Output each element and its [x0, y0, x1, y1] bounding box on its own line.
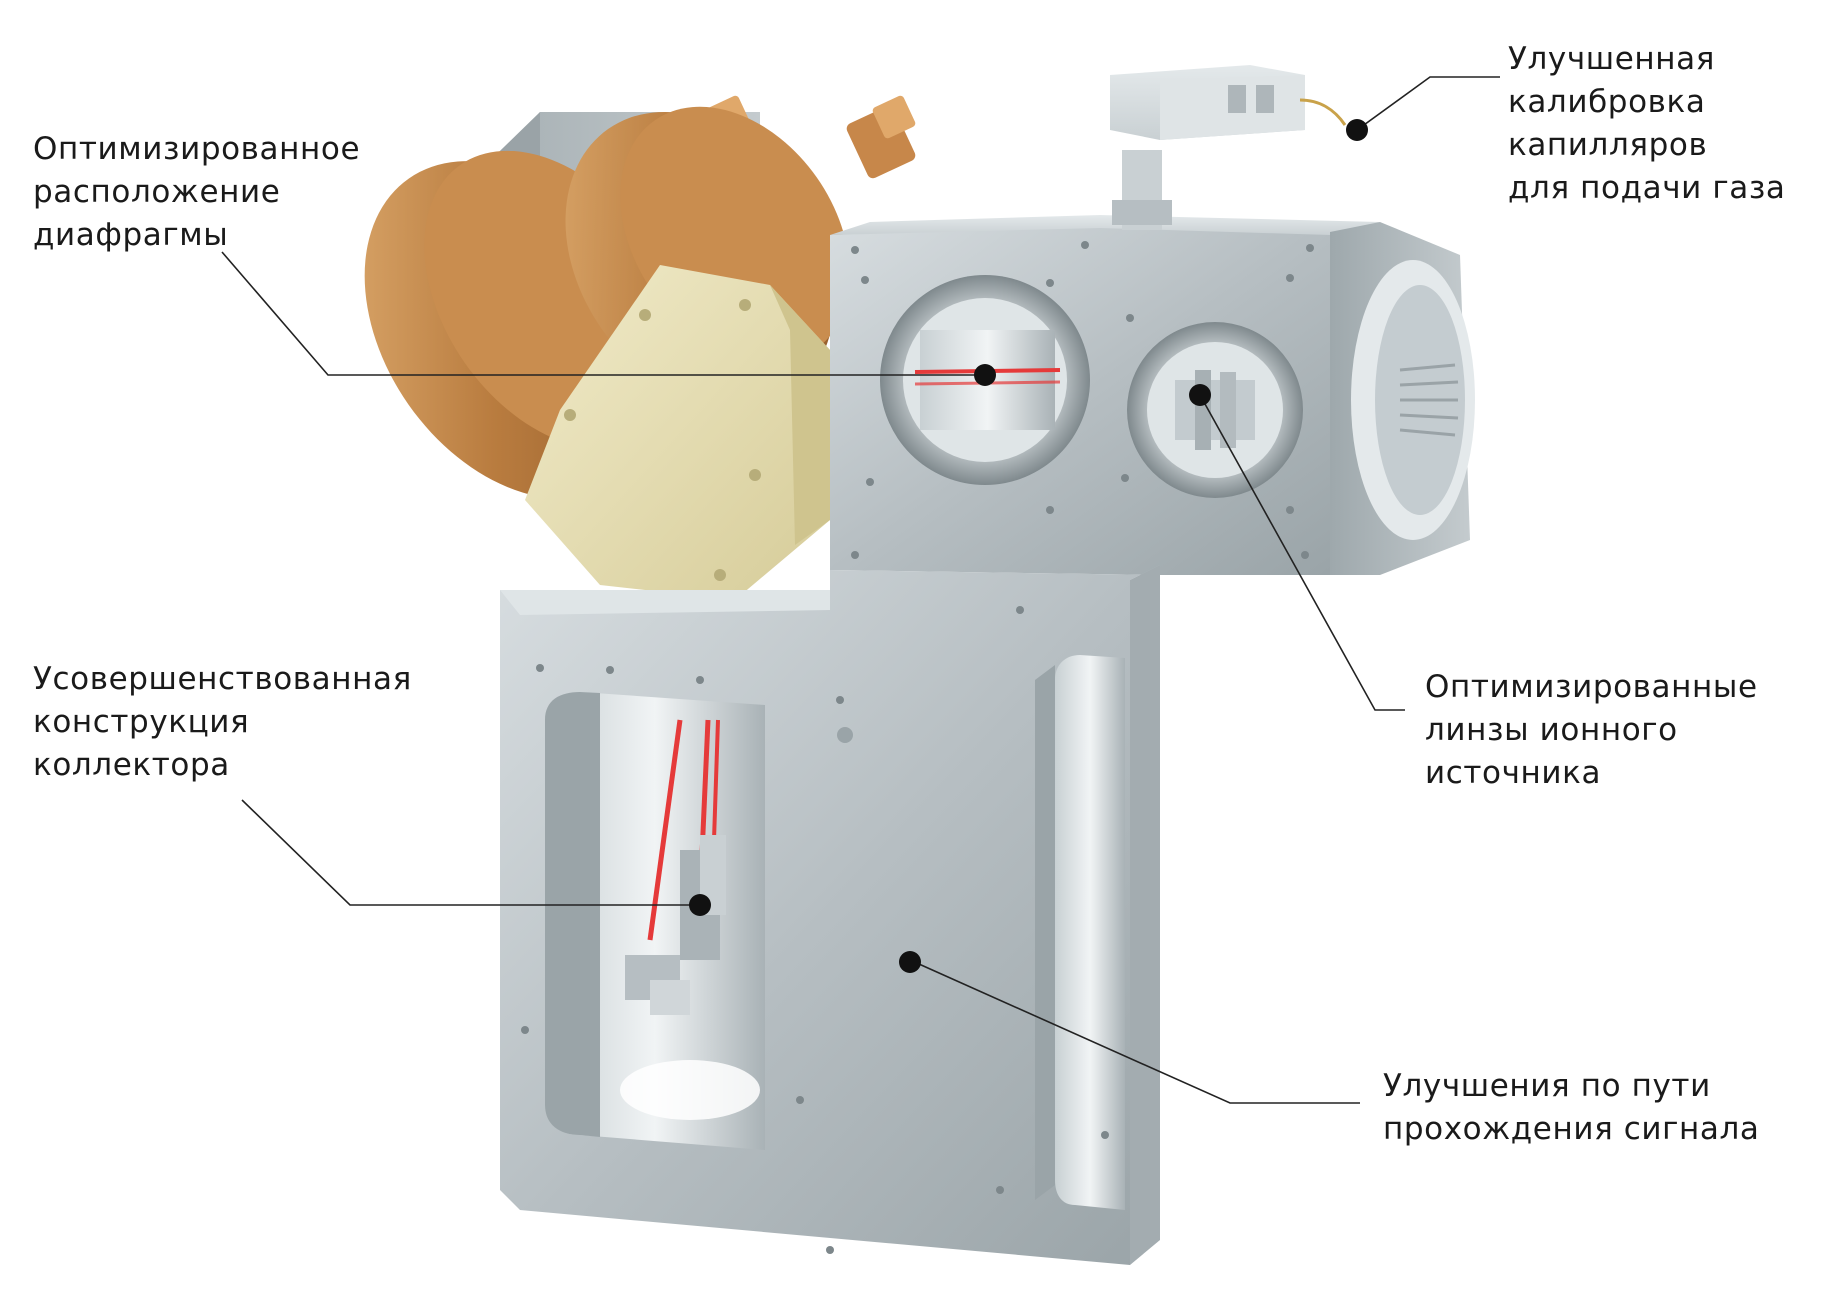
leader-ion-lenses [1199, 394, 1405, 711]
callout-signal-path: Улучшения по пути прохождения сигнала [1383, 1065, 1760, 1151]
callout-line: коллектора [33, 747, 230, 783]
lower-chamber [500, 565, 1160, 1265]
callout-line: Улучшенная [1508, 41, 1715, 77]
callout-dots [689, 119, 1368, 973]
pole-piece [525, 265, 830, 600]
callout-diaphragm: Оптимизированное расположение диафрагмы [33, 128, 360, 257]
dot-collector [689, 894, 711, 916]
dot-signal-path [899, 951, 921, 973]
callout-line: линзы ионного [1425, 712, 1678, 748]
callout-line: для подачи газа [1508, 170, 1786, 206]
dot-ion-lenses [1189, 384, 1211, 406]
feedthrough-pins [1399, 363, 1459, 437]
callout-line: капилляров [1508, 127, 1708, 163]
callout-line: калибровка [1508, 84, 1706, 120]
screw-holes [521, 241, 1314, 1254]
callout-line: источника [1425, 755, 1602, 791]
callout-collector: Усовершенствованная конструкция коллекто… [33, 658, 412, 787]
leader-lines [221, 76, 1500, 1104]
leader-signal-path [909, 959, 1360, 1104]
callout-line: конструкция [33, 704, 250, 740]
callout-line: прохождения сигнала [1383, 1111, 1760, 1147]
callout-line: диафрагмы [33, 217, 229, 253]
small-viewport [1127, 322, 1303, 498]
gas-inlet-valve [1110, 65, 1347, 230]
dot-capillaries [1346, 119, 1368, 141]
dot-diaphragm [974, 364, 996, 386]
callout-line: Оптимизированное [33, 131, 361, 167]
callout-capillaries: Улучшенная калибровка капилляров для под… [1508, 38, 1786, 210]
callout-line: Оптимизированные [1425, 669, 1758, 705]
leader-collector [241, 799, 700, 906]
leader-capillaries [1356, 76, 1500, 131]
callout-line: Усовершенствованная [33, 661, 412, 697]
callout-line: расположение [33, 174, 281, 210]
callout-ion-lenses: Оптимизированные линзы ионного источника [1425, 666, 1758, 795]
leader-diaphragm [221, 251, 985, 376]
callout-line: Улучшения по пути [1383, 1068, 1711, 1104]
